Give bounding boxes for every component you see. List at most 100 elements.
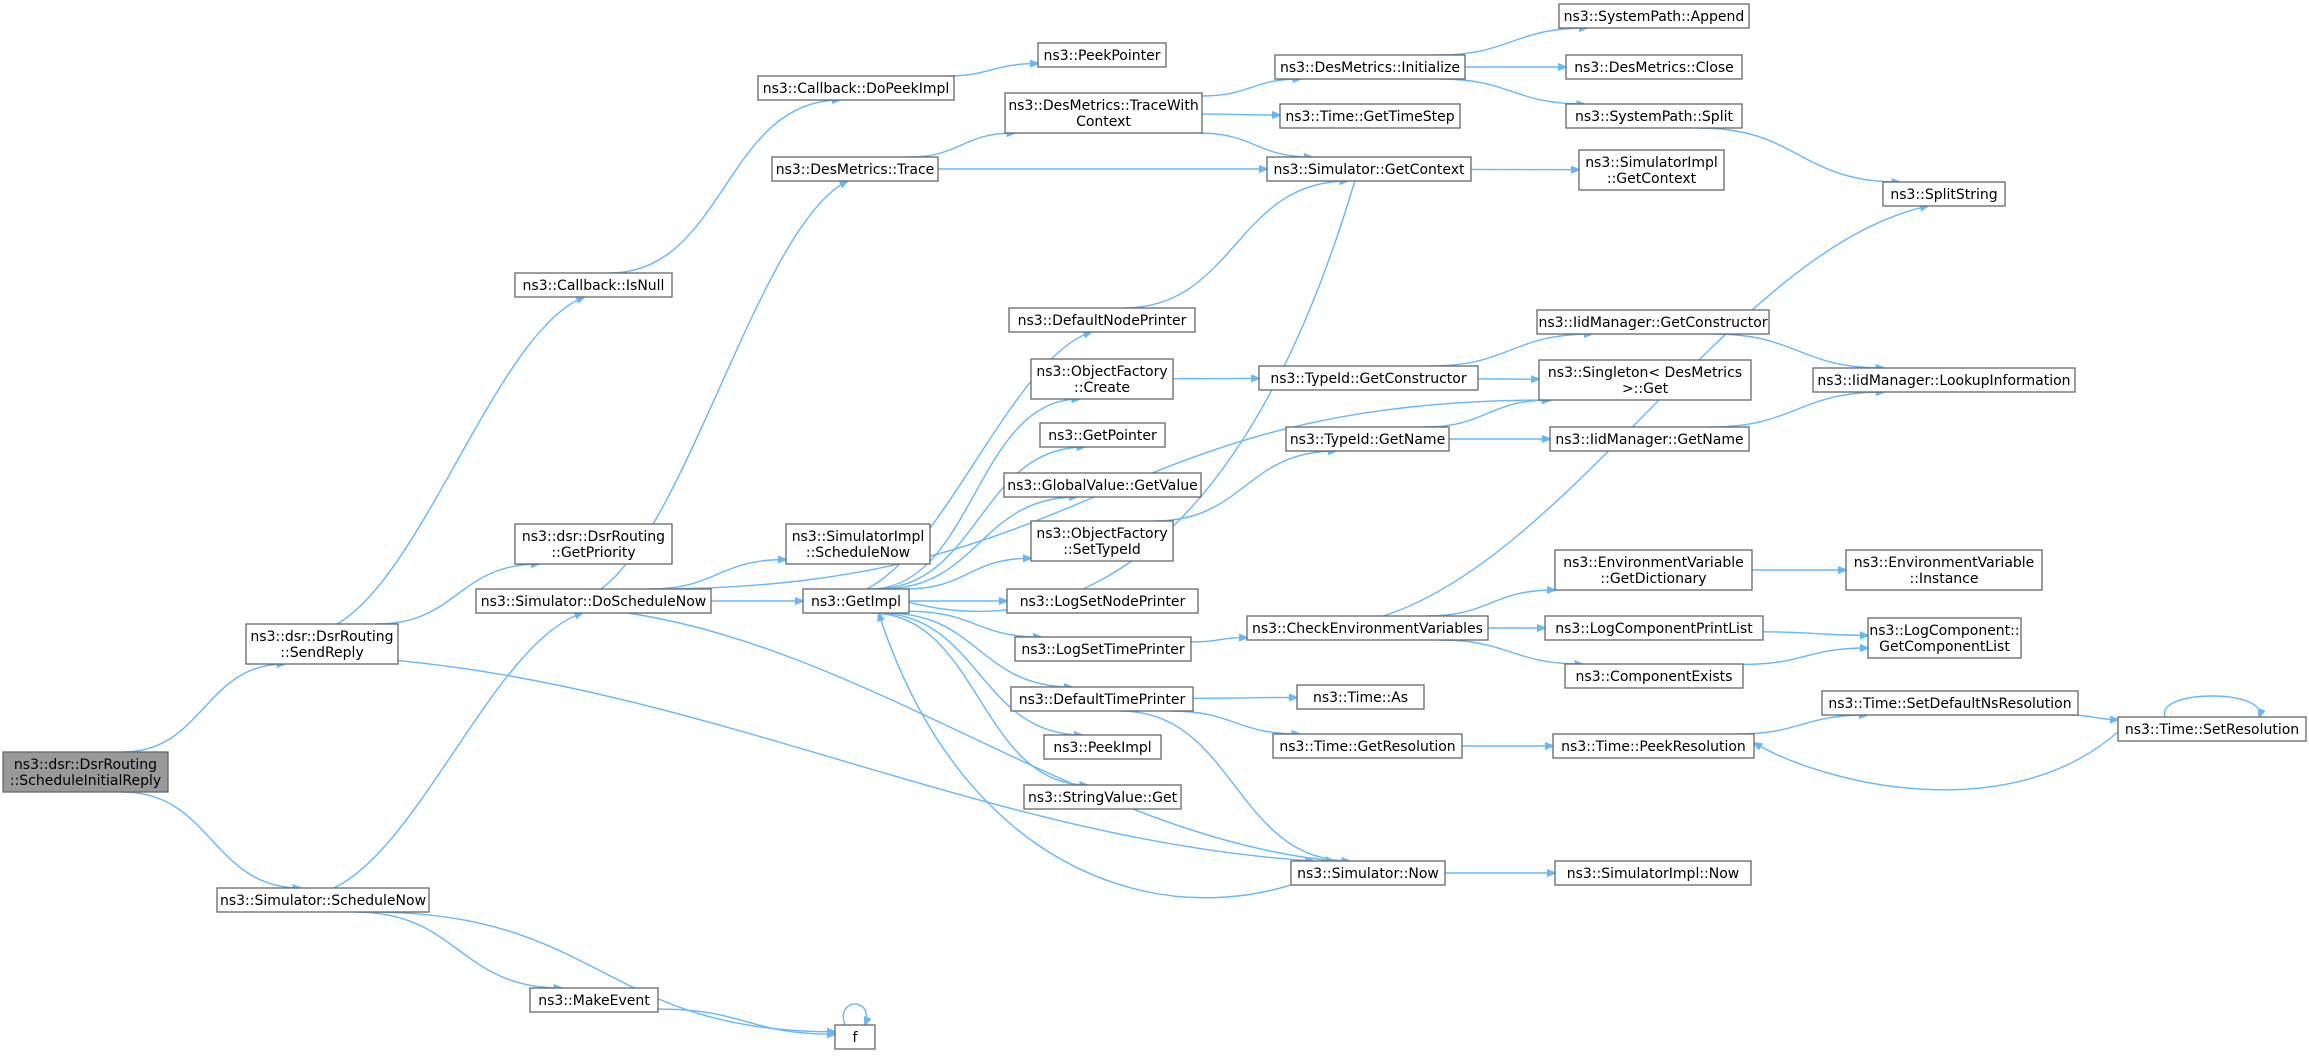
node-simimplgetctx[interactable]: ns3::SimulatorImpl::GetContext [1578,149,1725,191]
node-box [1246,615,1489,641]
node-iidlookup[interactable]: ns3::IidManager::LookupInformation [1812,367,2076,393]
node-simnow[interactable]: ns3::Simulator::Now [1290,860,1446,886]
edge-timesetdefns-to-timesetres [2070,714,2118,720]
node-label-line: ns3::LogSetNodePrinter [1020,594,1186,610]
node-box [1039,422,1166,448]
node-getpriority[interactable]: ns3::dsr::DsrRouting::GetPriority [514,523,673,565]
edge-checkenv-to-compexists [1439,639,1582,664]
node-timepeekres[interactable]: ns3::Time::PeekResolution [1552,733,1755,759]
node-box [1290,860,1446,886]
node-makeevent[interactable]: ns3::MakeEvent [529,987,659,1013]
node-label-line: ns3::GlobalValue::GetValue [1007,478,1197,494]
edge-simnow-to-getimpl [879,613,1346,899]
edge-iidgetname-to-iidlookup [1709,392,1884,428]
node-logcompprintlist[interactable]: ns3::LogComponentPrintList [1544,615,1764,641]
node-timegettimestep[interactable]: ns3::Time::GetTimeStep [1279,103,1461,129]
node-desinit[interactable]: ns3::DesMetrics::Initialize [1274,54,1466,80]
node-timesetdefns[interactable]: ns3::Time::SetDefaultNsResolution [1821,690,2079,716]
node-timegetres[interactable]: ns3::Time::GetResolution [1272,733,1463,759]
node-peekpointer[interactable]: ns3::PeekPointer [1037,42,1167,68]
node-getpointer[interactable]: ns3::GetPointer [1039,422,1166,448]
node-deftimeprinter[interactable]: ns3::DefaultTimePrinter [1010,686,1194,712]
node-box [1014,636,1192,662]
node-typeidgetname[interactable]: ns3::TypeId::GetName [1285,426,1450,452]
node-envinstance[interactable]: ns3::EnvironmentVariable::Instance [1845,549,2043,591]
node-simgetcontext[interactable]: ns3::Simulator::GetContext [1266,156,1472,182]
node-box [1564,663,1744,689]
node-iidgetctor[interactable]: ns3::IidManager::GetConstructor [1536,309,1770,335]
node-destrace[interactable]: ns3::DesMetrics::Trace [771,156,939,182]
node-box [1565,103,1743,129]
node-typeidgetctor[interactable]: ns3::TypeId::GetConstructor [1258,365,1479,391]
node-envgetdict[interactable]: ns3::EnvironmentVariable::GetDictionary [1554,549,1753,591]
node-singletonget[interactable]: ns3::Singleton< DesMetrics >::Get [1538,359,1752,401]
node-box [1538,359,1752,401]
node-compexists[interactable]: ns3::ComponentExists [1564,663,1744,689]
node-doschednow[interactable]: ns3::Simulator::DoScheduleNow [475,588,712,614]
node-box [1845,549,2043,591]
node-box [1296,684,1425,710]
node-box [1544,615,1764,641]
node-sendreply[interactable]: ns3::dsr::DsrRouting::SendReply [245,623,399,665]
node-splitstring[interactable]: ns3::SplitString [1882,181,2006,207]
node-dopeekimpl[interactable]: ns3::Callback::DoPeekImpl [757,75,955,101]
node-label-line: ns3::dsr::DsrRouting [250,629,393,645]
node-box [2,751,169,793]
node-box [1867,617,2022,659]
node-box [1552,733,1755,759]
node-peekimpl[interactable]: ns3::PeekImpl [1043,734,1162,760]
edge-makeevent-to-f [657,1008,835,1034]
node-logcompgetlist[interactable]: ns3::LogComponent::GetComponentList [1867,617,2022,659]
node-label-line: ns3::TypeId::GetName [1290,432,1445,448]
node-box [785,523,931,565]
node-schednow[interactable]: ns3::Simulator::ScheduleNow [216,887,430,913]
node-label-line: ns3::GetPointer [1048,428,1157,444]
node-label-line: ns3::SystemPath::Append [1564,9,1745,25]
edge-schednow-to-f [369,911,835,1032]
node-syssplit[interactable]: ns3::SystemPath::Split [1565,103,1743,129]
node-label-line: ns3::TypeId::GetConstructor [1270,371,1466,387]
node-label-line: ns3::Callback::DoPeekImpl [763,81,950,97]
node-defnodeprinter[interactable]: ns3::DefaultNodePrinter [1008,307,1196,333]
node-label-line: ns3::DesMetrics::Close [1574,60,1734,76]
node-objfactcreate[interactable]: ns3::ObjectFactory::Create [1030,358,1174,400]
node-box [1882,181,2006,207]
node-label-line: ns3::Callback::IsNull [523,278,665,294]
node-isnull[interactable]: ns3::Callback::IsNull [514,272,673,298]
node-objfactsettypeid[interactable]: ns3::ObjectFactory::SetTypeId [1030,520,1174,562]
node-sysappend[interactable]: ns3::SystemPath::Append [1558,3,1750,29]
node-gvgetvalue[interactable]: ns3::GlobalValue::GetValue [1003,472,1202,498]
node-box [834,1024,876,1050]
node-simimplnow[interactable]: ns3::SimulatorImpl::Now [1554,860,1752,886]
node-timesetres[interactable]: ns3::Time::SetResolution [2117,716,2307,742]
edge-deftimeprinter-to-simnow [1120,710,1349,861]
node-label-line: ::ScheduleInitialReply [10,773,161,789]
node-iidgetname[interactable]: ns3::IidManager::GetName [1549,426,1750,452]
node-label-line: ::GetContext [1607,171,1697,187]
node-root[interactable]: ns3::dsr::DsrRouting::ScheduleInitialRep… [2,751,169,793]
node-getimpl[interactable]: ns3::GetImpl [802,588,910,614]
node-box [1536,309,1770,335]
node-timeas[interactable]: ns3::Time::As [1296,684,1425,710]
node-layer: ns3::dsr::DsrRouting::ScheduleInitialRep… [2,3,2307,1050]
node-box [757,75,955,101]
node-box [1554,549,1753,591]
node-logsettimeprinter[interactable]: ns3::LogSetTimePrinter [1014,636,1192,662]
node-stringvalueget[interactable]: ns3::StringValue::Get [1023,784,1182,810]
node-f[interactable]: f [834,1024,876,1050]
node-label-line: ns3::LogSetTimePrinter [1021,642,1185,658]
node-simimplsched[interactable]: ns3::SimulatorImpl::ScheduleNow [785,523,931,565]
node-desclose[interactable]: ns3::DesMetrics::Close [1565,54,1743,80]
edge-objfactsettypeid-to-typeidgetname [1154,451,1336,522]
edge-layer [122,28,2260,1034]
node-checkenv[interactable]: ns3::CheckEnvironmentVariables [1246,615,1489,641]
node-box [514,523,673,565]
edge-deftimeprinter-to-timeas [1192,698,1297,699]
edge-getimpl-to-logsettimeprinter [908,610,1041,637]
node-box [1274,54,1466,80]
node-label-line: ns3::EnvironmentVariable [1563,555,1744,571]
node-logsetnodeprinter[interactable]: ns3::LogSetNodePrinter [1006,588,1199,614]
node-label-line: ns3::dsr::DsrRouting [522,529,665,545]
node-label-line: ns3::SimulatorImpl [1585,155,1718,171]
